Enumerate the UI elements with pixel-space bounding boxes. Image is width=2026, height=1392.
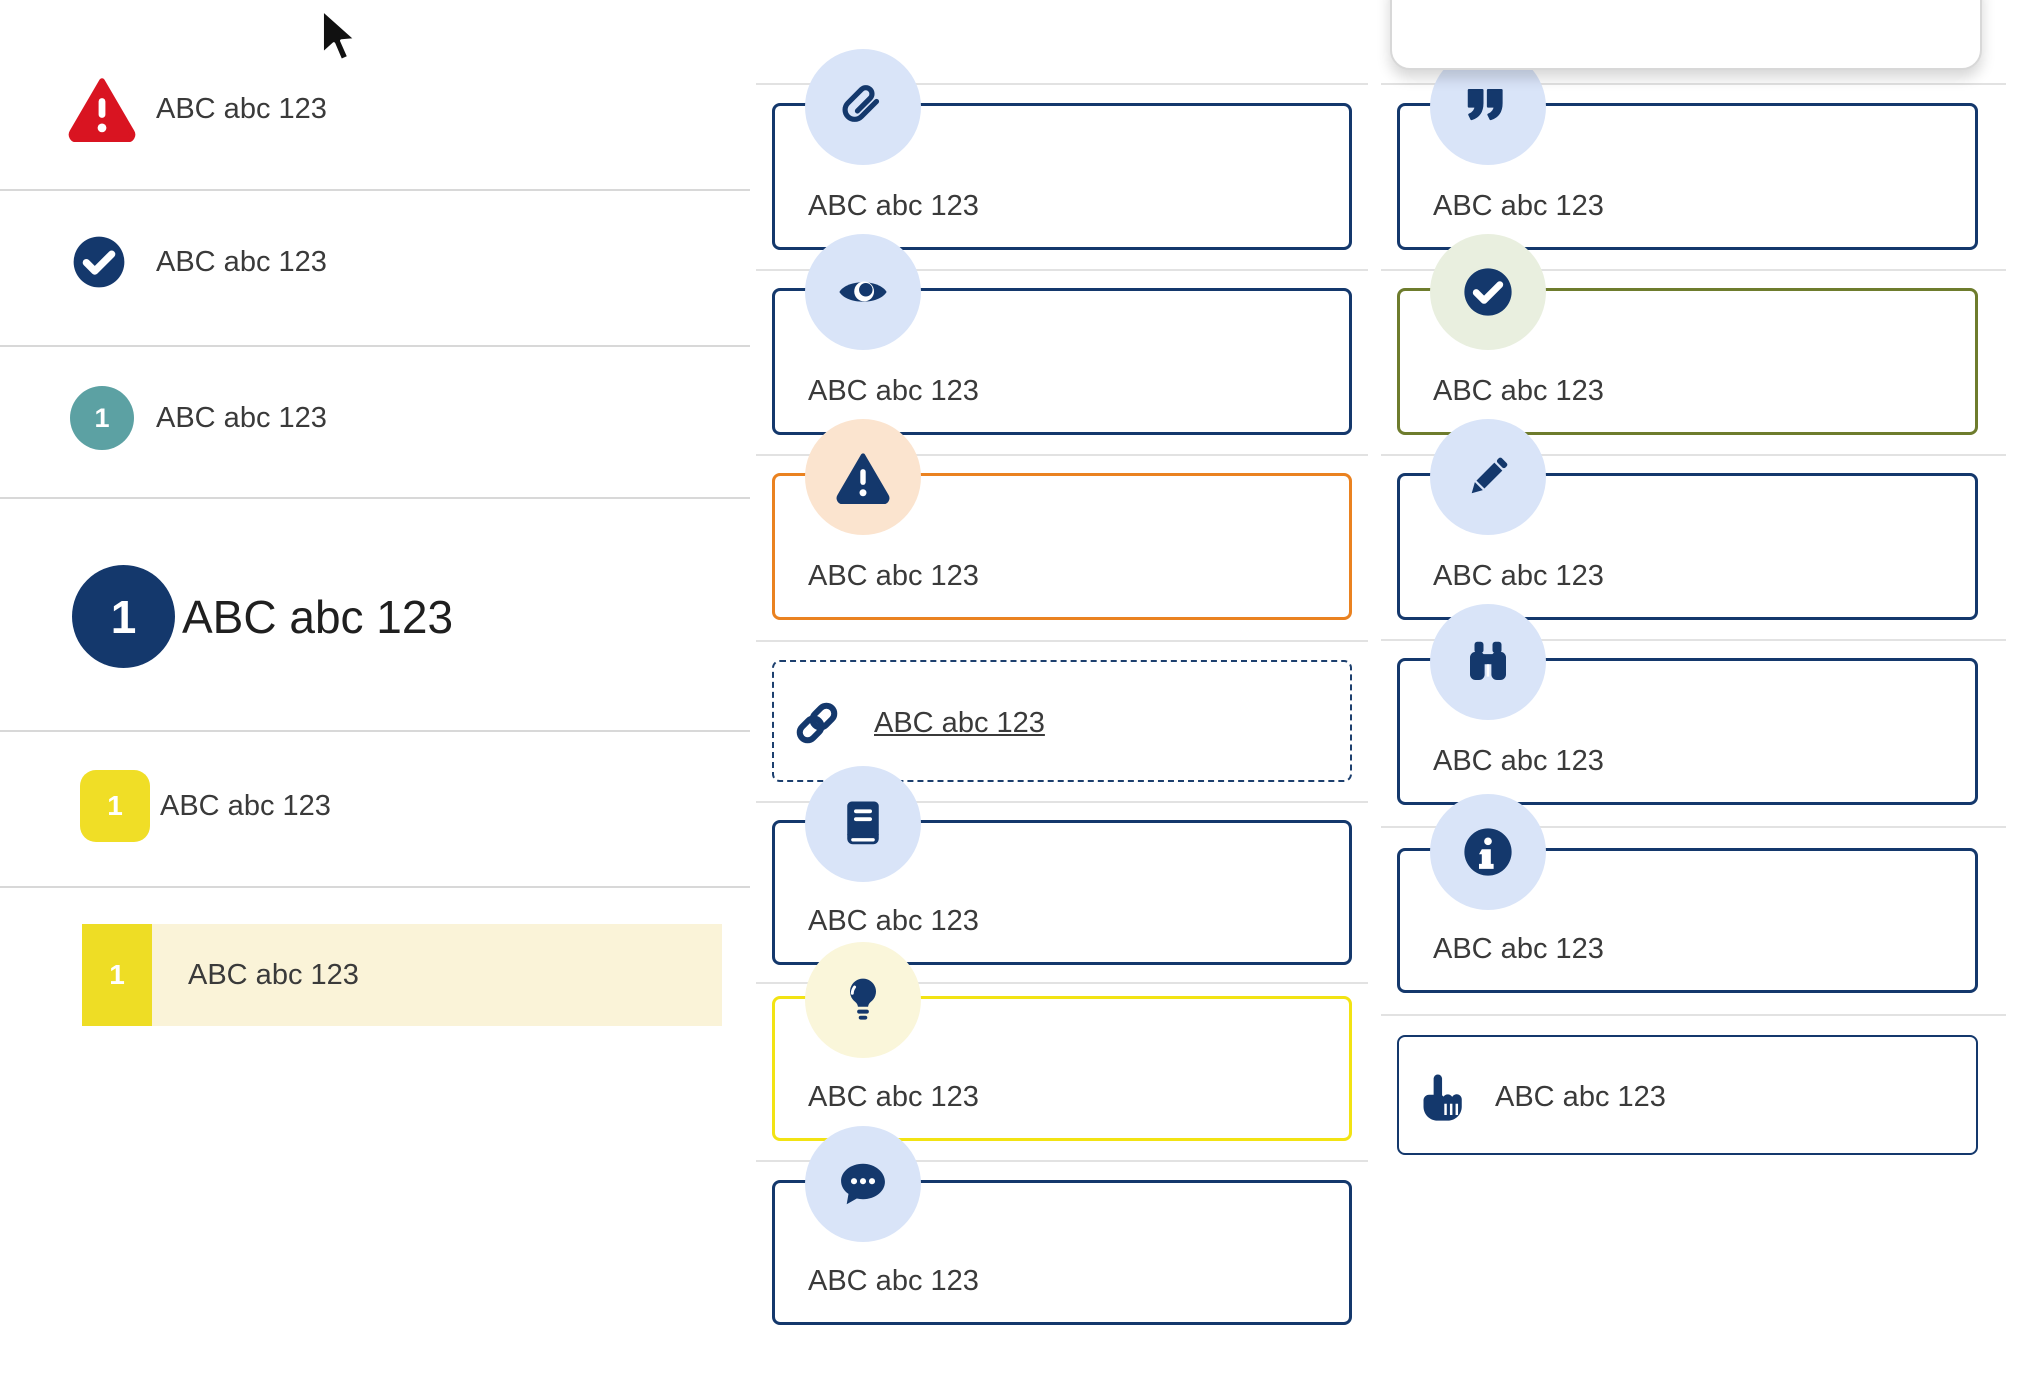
list-item-highlighted[interactable] (82, 924, 722, 1026)
row-separator (1381, 83, 2006, 85)
card-label: ABC abc 123 (1433, 375, 1604, 407)
pencil-icon (1461, 450, 1515, 504)
card-icon-circle (1430, 794, 1546, 910)
book-icon (836, 797, 890, 851)
info-icon (1461, 825, 1515, 879)
check-circle-icon (1461, 265, 1515, 319)
list-divider (0, 730, 750, 732)
row-separator (756, 640, 1368, 642)
card-label: ABC abc 123 (1433, 560, 1604, 592)
list-item-label: ABC abc 123 (160, 790, 331, 822)
card-label: ABC abc 123 (808, 905, 979, 937)
card-icon-circle (1430, 604, 1546, 720)
eye-icon (836, 265, 890, 319)
card-icon-circle (1430, 234, 1546, 350)
row-separator (1381, 639, 2006, 641)
card-icon-circle (805, 234, 921, 350)
lightbulb-icon (836, 973, 890, 1027)
card-icon-circle (805, 1126, 921, 1242)
row-separator (756, 454, 1368, 456)
card-label: ABC abc 123 (1433, 190, 1604, 222)
card-icon-circle (805, 419, 921, 535)
card-label: ABC abc 123 (808, 1081, 979, 1113)
row-separator (1381, 1014, 2006, 1016)
card-label: ABC abc 123 (1433, 933, 1604, 965)
card-label: ABC abc 123 (808, 560, 979, 592)
paperclip-icon (836, 80, 890, 134)
callout-card: ABC abc 123 (1397, 848, 1978, 993)
alert-triangle-icon (68, 74, 136, 143)
mouse-pointer-icon (314, 6, 362, 66)
list-divider (0, 497, 750, 499)
card-label: ABC abc 123 (808, 1265, 979, 1297)
row-separator (756, 801, 1368, 803)
link-icon (788, 694, 846, 752)
hand-icon (1419, 1070, 1473, 1124)
list-item-label: ABC abc 123 (182, 591, 454, 643)
row-separator (756, 269, 1368, 271)
card-icon-circle (805, 766, 921, 882)
number-badge: 1 (80, 770, 150, 842)
row-separator (756, 982, 1368, 984)
list-item-label: ABC abc 123 (156, 93, 327, 125)
card-label: ABC abc 123 (808, 375, 979, 407)
list-item-label: ABC abc 123 (156, 402, 327, 434)
check-circle-icon (70, 233, 128, 291)
list-item-label: ABC abc 123 (156, 246, 327, 278)
warning-icon (836, 450, 890, 504)
binoculars-icon (1461, 635, 1515, 689)
callout-card: ABC abc 123 (1397, 1035, 1978, 1155)
card-label: ABC abc 123 (1433, 745, 1604, 777)
card-icon-circle (1430, 419, 1546, 535)
number-badge: 1 (82, 924, 152, 1026)
row-separator (1381, 269, 2006, 271)
row-separator (756, 83, 1368, 85)
chat-icon (836, 1157, 890, 1211)
row-separator (1381, 454, 2006, 456)
card-icon-circle (805, 49, 921, 165)
number-badge: 1 (72, 565, 175, 668)
number-badge: 1 (70, 386, 134, 450)
list-item-label: ABC abc 123 (188, 959, 359, 991)
card-icon-circle (805, 942, 921, 1058)
card-label: ABC abc 123 (1495, 1081, 1666, 1113)
quote-icon (1461, 80, 1515, 134)
row-separator (756, 1160, 1368, 1162)
card-label: ABC abc 123 (808, 190, 979, 222)
partially-visible-card (1390, 0, 1982, 70)
list-divider (0, 189, 750, 191)
card-link-label[interactable]: ABC abc 123 (874, 707, 1045, 739)
row-separator (1381, 826, 2006, 828)
list-divider (0, 345, 750, 347)
link-callout-card[interactable]: ABC abc 123 (772, 660, 1352, 782)
list-divider (0, 886, 750, 888)
